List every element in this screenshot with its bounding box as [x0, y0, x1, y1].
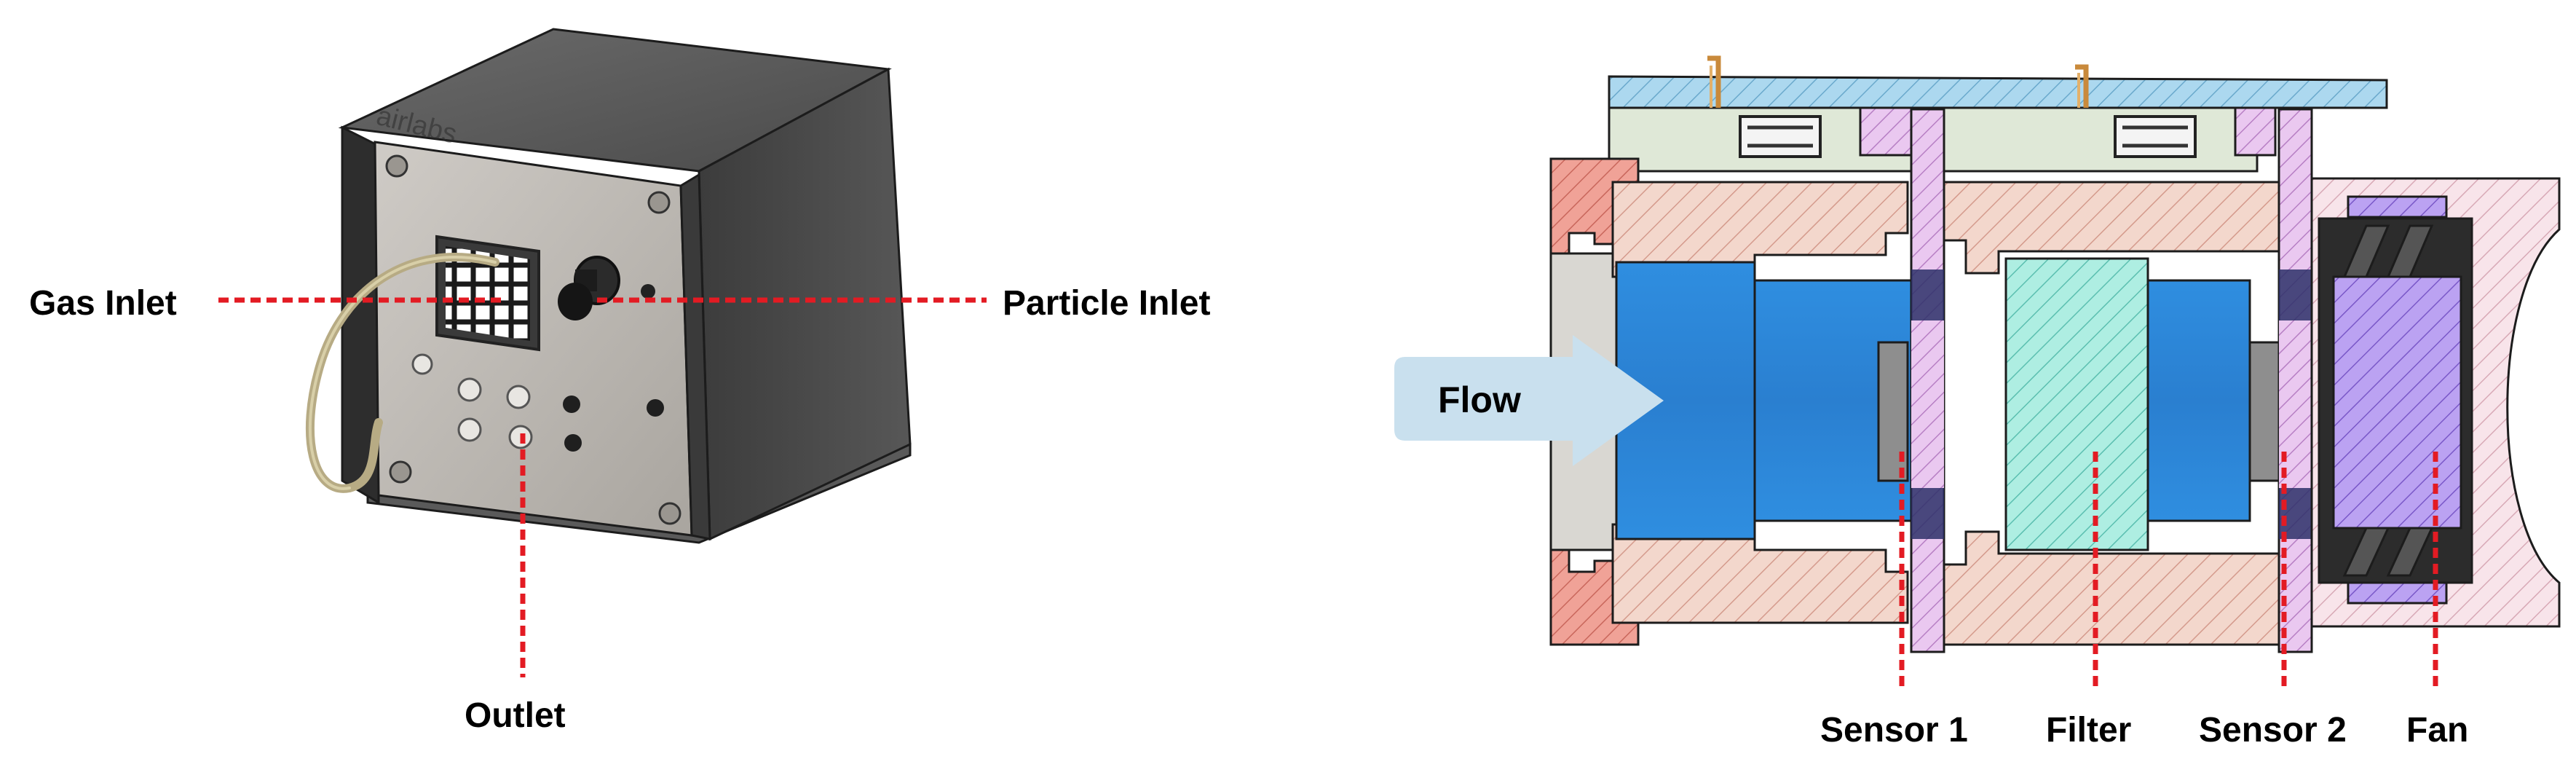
- flow-label: Flow: [1438, 379, 1521, 420]
- sensor-1-label: Sensor 1: [1820, 711, 1968, 749]
- fan-blades: [2342, 224, 2434, 577]
- pcb-board: [1608, 75, 2388, 109]
- cross-section: [1549, 55, 2561, 653]
- fan-rotor: [2332, 275, 2462, 530]
- chamber-2: [2146, 279, 2251, 522]
- gas-inlet-label: Gas Inlet: [29, 284, 177, 323]
- filter-label: Filter: [2046, 711, 2131, 749]
- gas-tubing-highlight: [308, 255, 497, 490]
- right-leader-lines: [1899, 452, 2438, 688]
- fan-bottom-vane: [2347, 581, 2448, 605]
- particle-inlet-label: Particle Inlet: [1003, 284, 1210, 323]
- flow-arrow: Flow: [1394, 335, 1664, 466]
- fan-label: Fan: [2406, 711, 2468, 749]
- pcb-spacer-1: [1859, 106, 1916, 157]
- left-leader-lines: [218, 297, 987, 677]
- spacer-2-mid: [2279, 320, 2312, 488]
- pcb-connectors: [1707, 55, 2197, 158]
- fan-top-vane: [2347, 195, 2448, 219]
- pcb-spacer-2: [2234, 106, 2277, 157]
- device-front-frame: [679, 173, 711, 540]
- device-left-rim: [341, 125, 380, 505]
- dark-holes: [563, 396, 664, 452]
- corner-screws: [385, 154, 681, 525]
- outlet-label: Outlet: [465, 696, 566, 735]
- device-render: airlabs: [305, 28, 912, 544]
- spacer-1-mid: [1911, 320, 1944, 488]
- particle-inlet-nozzle: [558, 256, 620, 320]
- front-small-hole: [641, 284, 655, 299]
- sensor-2-body: [2248, 341, 2280, 482]
- gas-inlet-port: [435, 235, 540, 352]
- filter-body: [2004, 257, 2149, 551]
- sensor-2-label: Sensor 2: [2199, 711, 2347, 749]
- outlet-holes: [411, 353, 533, 449]
